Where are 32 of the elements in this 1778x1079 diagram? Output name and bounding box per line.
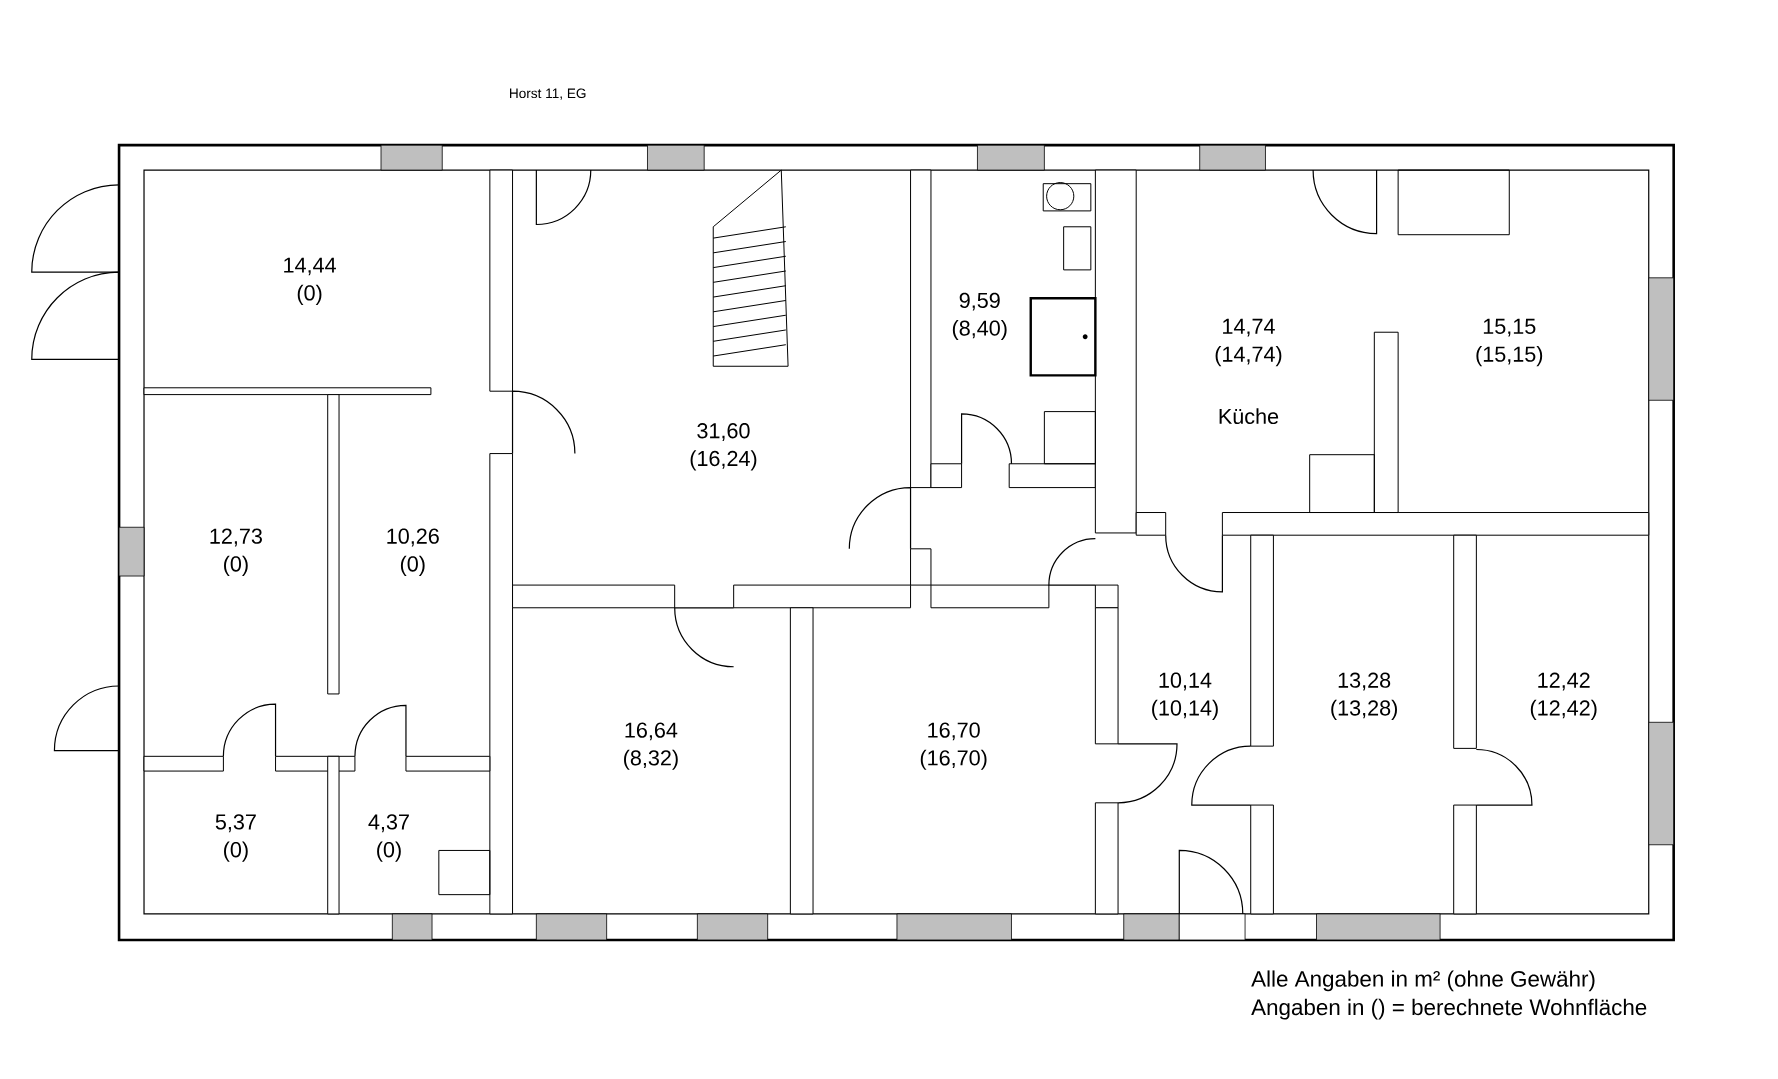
area-label: 4,37: [368, 814, 409, 832]
plan-title: Horst 11, EG: [510, 88, 586, 100]
area-label: (0): [400, 555, 425, 576]
area-label: (0): [377, 841, 401, 862]
area-label: (0): [224, 841, 248, 862]
area-label: 31,60: [697, 422, 750, 441]
area-label: (0): [224, 555, 248, 576]
area-label: 12,73: [210, 528, 262, 547]
area-label: (10,14): [1152, 699, 1218, 720]
area-label: 16,70: [928, 722, 980, 741]
area-label: (16,70): [920, 749, 987, 770]
area-label: Küche: [1219, 408, 1279, 424]
area-label: (15,15): [1476, 345, 1543, 366]
area-label: (8,40): [952, 319, 1007, 340]
area-label: (12,42): [1530, 699, 1597, 720]
area-label: (8,32): [624, 749, 678, 770]
area-label: 10,26: [387, 528, 439, 547]
area-label: (13,28): [1331, 699, 1397, 720]
area-label: 13,28: [1338, 672, 1391, 691]
area-label: 9,59: [959, 292, 1000, 311]
area-label: 16,64: [625, 722, 678, 741]
area-label: 10,14: [1159, 672, 1212, 691]
note-text: Alle Angaben in m² (ohne Gewähr): [1251, 970, 1595, 992]
area-label: 12,42: [1538, 672, 1590, 691]
area-label: (14,74): [1215, 345, 1282, 366]
area-label: (0): [297, 284, 322, 305]
area-label: 15,15: [1483, 318, 1536, 337]
note-text: Angaben in () = berechnete Wohnfläche: [1251, 998, 1647, 1020]
area-label: 14,74: [1223, 318, 1275, 337]
area-label: 5,37: [215, 814, 256, 832]
area-label: (16,24): [690, 450, 757, 471]
area-label: 14,44: [284, 257, 336, 276]
